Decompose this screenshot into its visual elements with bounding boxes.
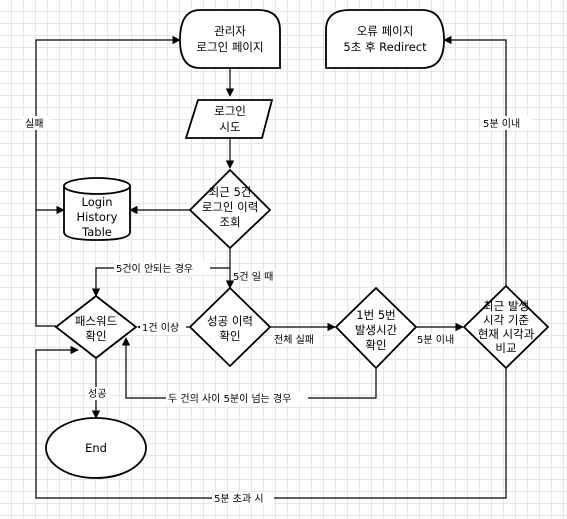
edge-label-within-5min: 5분 이내 — [417, 334, 454, 346]
success-history-node: 성공 이력 확인 — [188, 286, 272, 368]
time-compare-line1: 최근 발생 — [483, 299, 529, 313]
end-node: End — [45, 417, 147, 479]
table-line1: Login — [81, 195, 112, 209]
admin-login-page-line1: 관리자 — [214, 24, 246, 38]
error-page-line2: 5초 후 Redirect — [343, 40, 427, 54]
edge-label-one-or-more: 1건 이상 — [142, 322, 179, 334]
time-compare-node: 최근 발생 시각 기준 현재 시각과 비교 — [462, 284, 550, 370]
time-compare-line4: 비교 — [495, 341, 516, 355]
table-line3: Table — [81, 225, 112, 239]
time-compare-line3: 현재 시각과 — [478, 327, 535, 341]
password-check-line2: 확인 — [85, 329, 106, 343]
table-line2: History — [77, 210, 118, 224]
edge-label-success: 성공 — [88, 388, 106, 400]
edge-label-when-5: 5건 일 때 — [233, 271, 273, 283]
success-history-line2: 확인 — [219, 329, 240, 343]
error-page-node: 오류 페이지 5초 후 Redirect — [325, 9, 445, 69]
first-fifth-time-node: 1번 5번 발생시간 확인 — [334, 286, 418, 370]
first-fifth-line3: 확인 — [365, 338, 386, 352]
edge-label-less-than-5: 5건이 안되는 경우 — [116, 262, 193, 275]
first-fifth-line2: 발생시간 — [355, 323, 398, 337]
edge-label-fail: 실패 — [25, 118, 43, 130]
recent-history-line3: 조회 — [219, 215, 240, 229]
edge-over-5min — [35, 345, 507, 499]
edge-label-all-failed: 전체 실패 — [274, 334, 314, 346]
edge-fail-loop — [35, 35, 181, 327]
admin-login-page-node: 관리자 로그인 페이지 — [179, 9, 281, 69]
login-attempt-line2: 시도 — [219, 120, 240, 134]
edge-label-within-5min-top: 5분 이내 — [483, 118, 520, 130]
login-attempt-line1: 로그인 — [214, 104, 246, 118]
edge-gap-over-5min — [121, 337, 377, 399]
password-check-line1: 패스워드 — [75, 314, 117, 328]
edge-label-over-5min: 5분 초과 시 — [214, 493, 264, 505]
error-page-line1: 오류 페이지 — [357, 24, 414, 38]
recent-history-node: 최근 5건 로그인 이력 조회 — [188, 168, 272, 250]
time-compare-line2: 시각 기준 — [483, 313, 529, 327]
edge-within-5min-top — [443, 35, 507, 286]
edge-label-gap-over-5min: 두 건의 사이 5분이 넘는 경우 — [168, 392, 291, 405]
login-attempt-node: 로그인 시도 — [184, 99, 274, 139]
success-history-line1: 성공 이력 — [207, 314, 253, 328]
recent-history-line1: 최근 5건 — [209, 185, 252, 199]
recent-history-line2: 로그인 이력 — [202, 200, 259, 214]
first-fifth-line1: 1번 5번 — [356, 308, 395, 322]
admin-login-page-line2: 로그인 페이지 — [196, 40, 263, 54]
end-label: End — [85, 441, 107, 455]
login-history-table-node: Login History Table — [63, 177, 131, 241]
password-check-node: 패스워드 확인 — [54, 294, 138, 360]
